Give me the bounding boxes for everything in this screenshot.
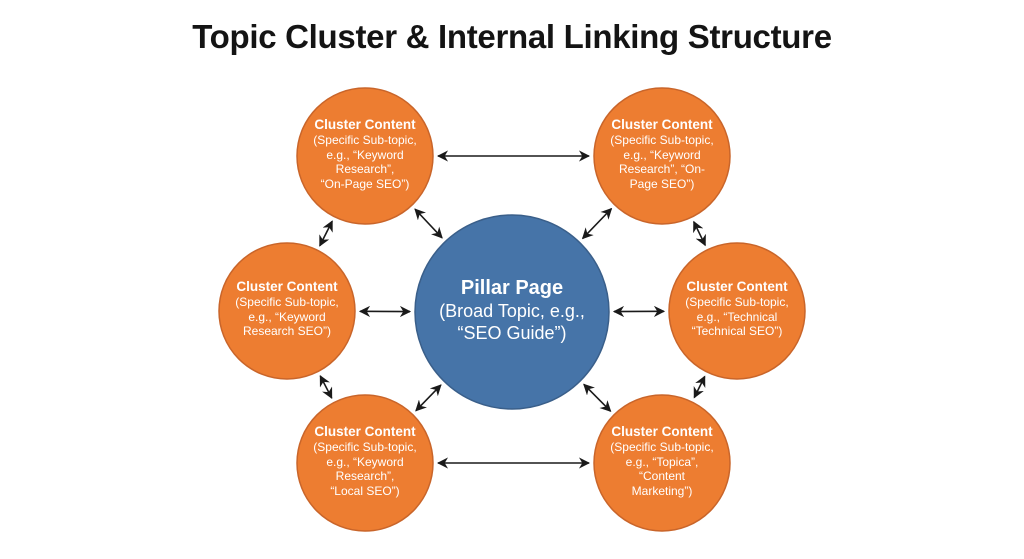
link-arrow-mid-left-to-bottom-left: [319, 374, 333, 400]
link-arrow-bottom-right-to-pillar: [583, 383, 612, 413]
link-arrow-top-right-to-mid-right: [693, 220, 706, 247]
link-arrow-mid-right-to-bottom-right: [693, 375, 706, 399]
link-arrow-bottom-left-to-pillar: [415, 384, 442, 412]
cluster-node-mid-right: [668, 242, 806, 380]
link-arrow-top-right-to-pillar: [581, 207, 613, 240]
cluster-node-top-right: [593, 87, 731, 225]
cluster-node-top-left: [296, 87, 434, 225]
cluster-node-mid-left: [218, 242, 356, 380]
links-layer: [319, 150, 706, 469]
link-arrow-top-left-to-mid-left: [319, 220, 333, 247]
pillar-page-node: [414, 214, 610, 410]
diagram-title: Topic Cluster & Internal Linking Structu…: [192, 18, 832, 55]
cluster-node-bottom-left: [296, 394, 434, 532]
link-arrow-top-left-to-pillar: [414, 208, 443, 239]
cluster-node-bottom-right: [593, 394, 731, 532]
nodes-layer: [218, 87, 806, 532]
